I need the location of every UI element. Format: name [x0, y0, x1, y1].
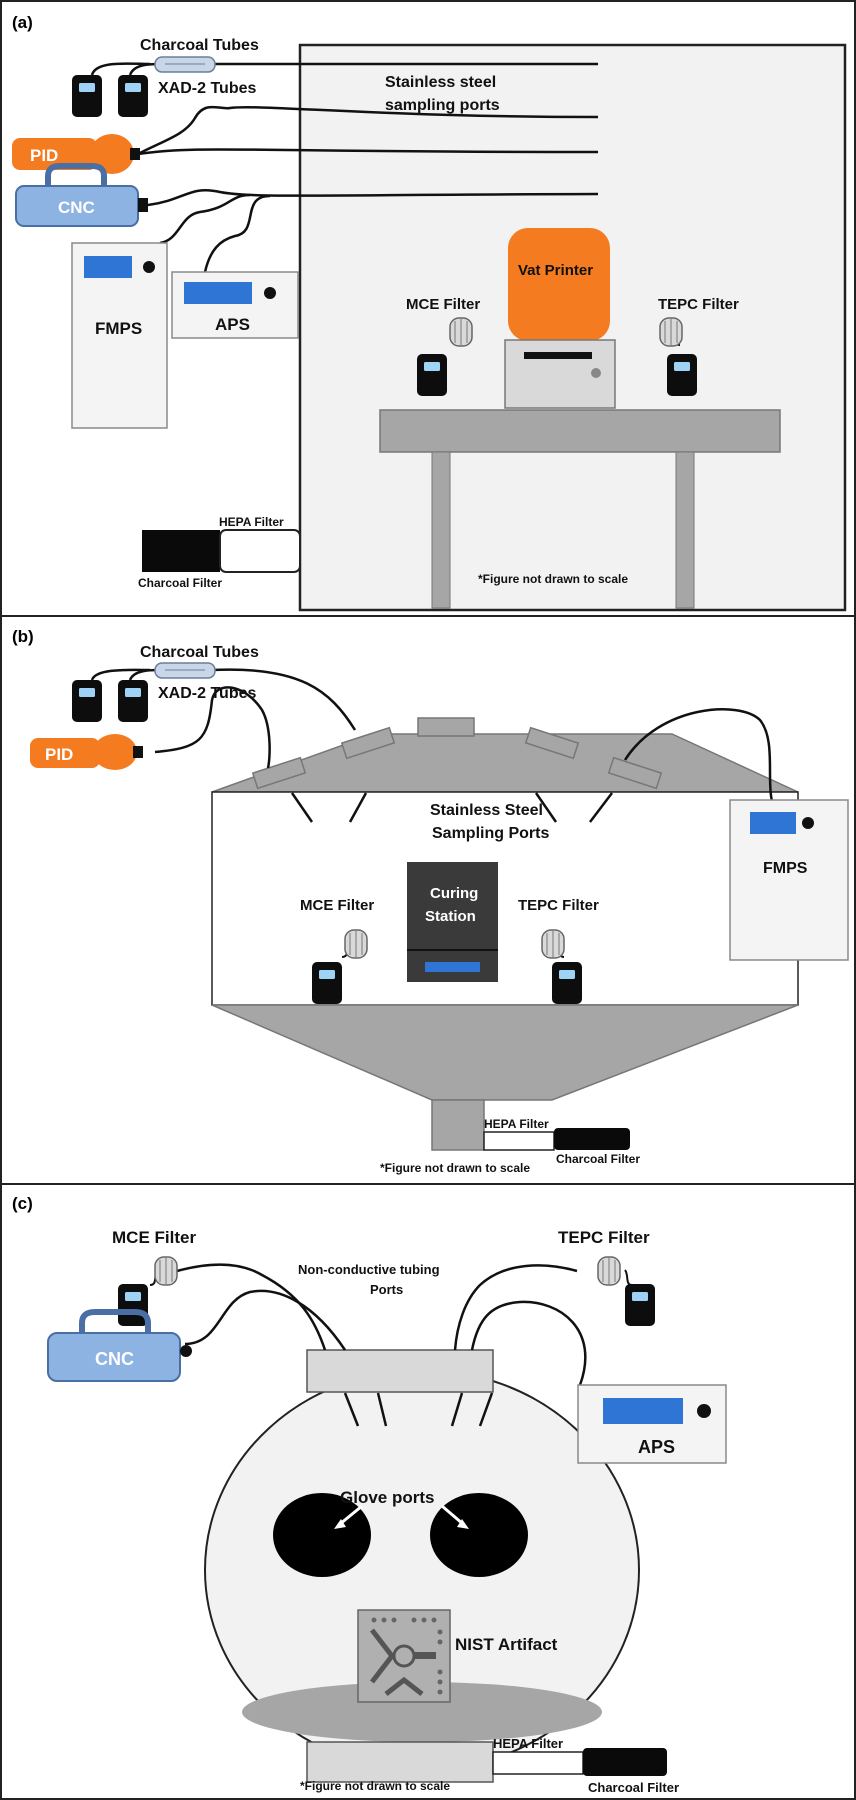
hepa-filter-block [492, 1751, 584, 1775]
tepc-filter-label: TEPC Filter [658, 296, 739, 313]
sampling-pump-icon [667, 354, 697, 396]
curing-station: Curing Station [407, 862, 498, 982]
charcoal-filter-label: Charcoal Filter [138, 576, 222, 590]
curing-label-line2: Station [425, 908, 476, 925]
cnc-device: CNC [15, 163, 148, 227]
charcoal-filter-block [142, 530, 220, 572]
charcoal-filter-block [583, 1748, 667, 1776]
sampling-pump-icon [625, 1284, 655, 1326]
cnc-label: CNC [95, 1349, 134, 1369]
hepa-filter-label: HEPA Filter [219, 515, 284, 529]
filter-cassette-icon [659, 317, 683, 347]
hood-chamber [211, 791, 799, 1006]
scale-note: *Figure not drawn to scale [300, 1779, 450, 1793]
charcoal-filter-label: Charcoal Filter [588, 1780, 679, 1795]
sampling-tubes [176, 1263, 587, 1386]
xad2-tubes-label: XAD-2 Tubes [158, 685, 256, 702]
vat-printer: Vat Printer [504, 228, 616, 409]
fmps-label: FMPS [763, 860, 808, 877]
filter-cassette-icon [154, 1256, 178, 1286]
hood-bottom [211, 1004, 799, 1101]
sampling-pump-icon [417, 354, 447, 396]
lab-table [379, 409, 781, 609]
panel-c: (c) Glove ports [0, 1183, 856, 1800]
sampling-pump-icon [72, 75, 102, 117]
ports-label-line1: Stainless Steel [430, 802, 543, 819]
filter-cassette-icon [344, 929, 368, 959]
glovebox-top-port [306, 1349, 494, 1393]
hepa-filter-label: HEPA Filter [493, 1736, 563, 1751]
panel-b: (b) [0, 615, 856, 1185]
aps-label: APS [215, 315, 250, 334]
charcoal-filter-label: Charcoal Filter [556, 1152, 640, 1166]
hood-exhaust [431, 1099, 485, 1151]
sampling-pump-icon [552, 962, 582, 1004]
panel-a-letter: (a) [12, 13, 33, 32]
charcoal-tubes-label: Charcoal Tubes [140, 37, 259, 54]
vat-printer-label: Vat Printer [518, 262, 593, 279]
ports-label-line2: sampling ports [385, 97, 500, 114]
filter-cassette-icon [541, 929, 565, 959]
mce-filter-label: MCE Filter [406, 296, 480, 313]
panel-a: (a) Charcoal Tubes XAD-2 Tubes Stainless… [0, 0, 856, 617]
aps-device: APS [171, 271, 299, 339]
panel-c-letter: (c) [12, 1194, 33, 1213]
glove-port-right [430, 1493, 528, 1577]
nist-artifact-icon [357, 1609, 451, 1703]
glovebox-floor [242, 1682, 602, 1742]
mce-filter-label: MCE Filter [300, 897, 374, 914]
charcoal-tubes-label: Charcoal Tubes [140, 644, 259, 661]
aps-device: APS [577, 1384, 727, 1464]
hepa-filter-label: HEPA Filter [484, 1117, 549, 1131]
hepa-filter-block [483, 1131, 555, 1151]
curing-label-line1: Curing [430, 885, 478, 902]
glove-ports-label: Glove ports [340, 1488, 434, 1507]
ports-label-line2: Sampling Ports [432, 825, 549, 842]
sampling-pump-icon [118, 1284, 148, 1326]
sampling-pump-icon [312, 962, 342, 1004]
glovebox-base [306, 1741, 494, 1783]
filter-cassette-icon [449, 317, 473, 347]
charcoal-filter-block [554, 1128, 630, 1150]
tepc-filter-label: TEPC Filter [518, 897, 599, 914]
pid-label: PID [45, 745, 73, 764]
sorbent-tube-icon [154, 56, 216, 73]
scale-note: *Figure not drawn to scale [380, 1161, 530, 1175]
scale-note: *Figure not drawn to scale [478, 572, 628, 586]
xad2-tubes-label: XAD-2 Tubes [158, 80, 256, 97]
filter-cassette-icon [597, 1256, 621, 1286]
panel-b-letter: (b) [12, 627, 34, 646]
tepc-filter-label: TEPC Filter [558, 1228, 650, 1247]
cnc-device: CNC [47, 1309, 192, 1382]
fmps-label: FMPS [95, 319, 142, 338]
nist-artifact-label: NIST Artifact [455, 1635, 558, 1654]
pid-device: PID [30, 734, 143, 770]
sampling-pump-icon [72, 680, 102, 722]
ports-label-line2: Ports [370, 1282, 403, 1297]
hood-top-port [417, 717, 475, 737]
fmps-device: FMPS [729, 799, 849, 961]
aps-label: APS [638, 1437, 675, 1457]
ports-label-line1: Non-conductive tubing [298, 1262, 440, 1277]
hepa-filter-block [219, 529, 301, 573]
cnc-label: CNC [58, 198, 95, 217]
mce-filter-label: MCE Filter [112, 1228, 196, 1247]
pid-label: PID [30, 146, 58, 165]
sampling-pump-icon [118, 75, 148, 117]
pid-device: PID [12, 134, 140, 174]
sampling-tubes [90, 62, 599, 273]
glove-port-left [273, 1493, 371, 1577]
sorbent-tube-icon [154, 662, 216, 679]
fmps-device: FMPS [71, 242, 168, 429]
sampling-pump-icon [118, 680, 148, 722]
ports-label-line1: Stainless steel [385, 74, 496, 91]
